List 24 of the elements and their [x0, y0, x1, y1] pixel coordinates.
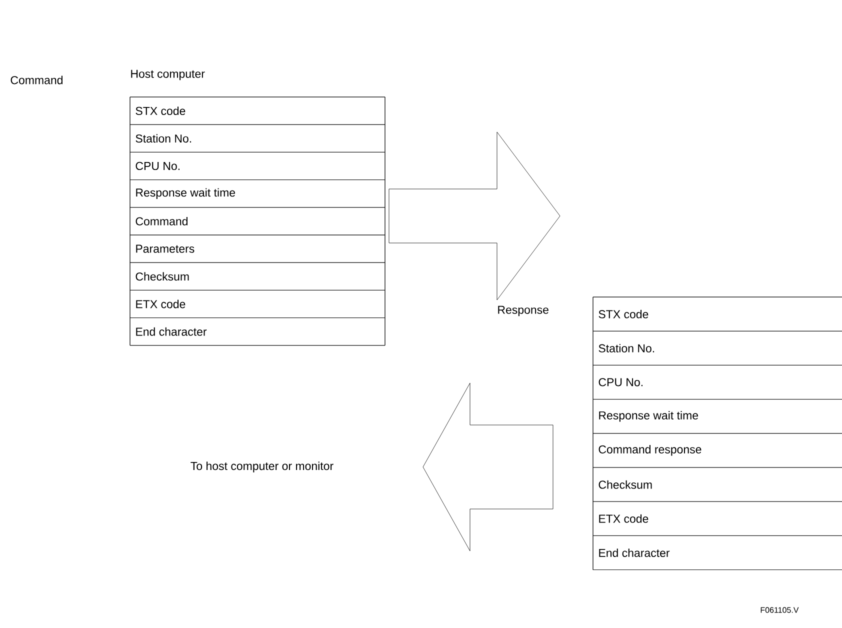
- table-row: Checksum: [130, 262, 386, 290]
- table-row: Response wait time: [130, 180, 386, 208]
- table-row: End character: [592, 536, 842, 570]
- table-row: End character: [130, 318, 386, 346]
- table-row: Checksum: [592, 467, 842, 502]
- table-row: Station No.: [130, 124, 386, 152]
- table-row: Command response: [592, 433, 842, 468]
- table-row: Response wait time: [592, 399, 842, 434]
- table-row: Command: [130, 207, 386, 236]
- destination-text: To host computer or monitor: [190, 462, 334, 472]
- table-row: CPU No.: [592, 364, 842, 400]
- node-label: Host computer: [131, 70, 205, 80]
- table-row: STX code: [130, 96, 386, 125]
- block-arrow: [422, 382, 554, 552]
- side-label: Command: [10, 76, 62, 84]
- block-arrow: [388, 132, 560, 300]
- table-row: Station No.: [592, 330, 842, 366]
- table-row: ETX code: [592, 501, 842, 536]
- table-row: Parameters: [130, 234, 386, 263]
- figure-number: F061105.V: [760, 607, 799, 613]
- side-label: Response: [498, 306, 548, 316]
- table-row: CPU No.: [130, 152, 386, 180]
- table-row: STX code: [592, 296, 842, 332]
- table-row: ETX code: [130, 290, 386, 318]
